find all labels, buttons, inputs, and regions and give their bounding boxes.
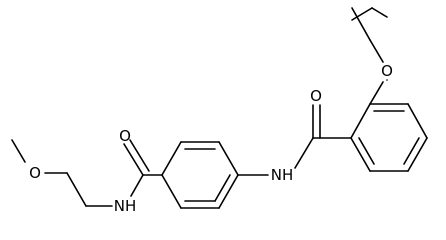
molecule-structure: O O NH O NH O	[11, 7, 428, 215]
bond-ethyl-to-oxygen	[371, 7, 388, 18]
bond-ring2-inner-3	[358, 137, 375, 165]
atom-nh-right: NH	[271, 166, 294, 184]
bond-ring1-a	[218, 141, 239, 176]
atom-o-right-carbonyl: O	[310, 87, 322, 105]
bond-left-carbonyl-double-1	[123, 143, 144, 176]
bond-ring2-inner-2	[403, 137, 420, 165]
bond-ring2-c	[407, 137, 428, 172]
bond-ring1-c	[161, 141, 182, 176]
structure-canvas: O O NH O NH O	[11, 7, 428, 215]
bond-ethyl-ch2-ch3	[351, 7, 371, 41]
bond-ring1-d	[161, 174, 182, 209]
bond-o-ethyl	[369, 39, 384, 63]
bond-ring1-inner-3	[214, 174, 231, 202]
bond-ethyl-terminal	[351, 7, 373, 21]
bond-carbonyl-to-nh	[294, 137, 314, 169]
bond-ring2-f	[350, 103, 371, 139]
bond-ch2-ch2	[66, 172, 87, 207]
bond-ring2-e	[350, 137, 371, 172]
bond-left-carbonyl-double-2	[129, 139, 150, 172]
bond-ring2-b	[407, 103, 428, 139]
bond-ether-to-ring	[369, 81, 384, 105]
atom-o-methoxy: O	[29, 164, 41, 182]
atom-o-ether: O	[381, 62, 393, 80]
bond-ring1-f	[218, 174, 239, 209]
bond-left-carbonyl-to-nh	[130, 174, 144, 197]
atom-o-left-carbonyl: O	[119, 127, 131, 145]
bond-o-to-methyl	[11, 139, 26, 163]
atom-nh-left: NH	[114, 197, 137, 215]
